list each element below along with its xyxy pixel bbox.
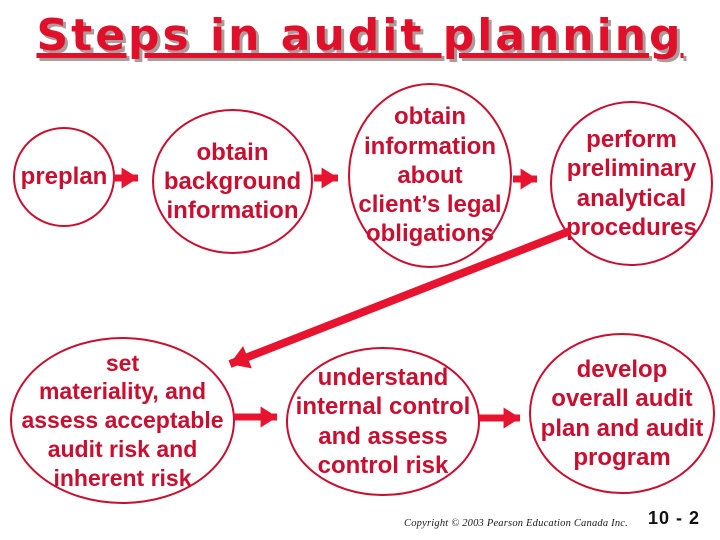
node-obtain-legal-obligations: obtain information about client’s legal … [348,83,512,268]
node-understand-control-label: understand internal control and assess c… [295,363,471,479]
node-perform-analytical-label: perform preliminary analytical procedure… [566,125,697,241]
node-obtain-background-label: obtain background information [163,138,302,225]
node-obtain-legal-label: obtain information about client’s legal … [358,103,502,248]
node-develop-program-label: develop overall audit plan and audit pro… [540,355,704,471]
node-obtain-background-information: obtain background information [152,109,313,254]
node-perform-analytical-procedures: perform preliminary analytical procedure… [550,101,713,266]
node-preplan-label: preplan [20,163,108,191]
node-set-materiality: set materiality, and assess acceptable a… [10,337,235,504]
node-develop-audit-program: develop overall audit plan and audit pro… [529,333,715,494]
slide-title: Steps in audit planning [36,10,684,61]
page-number: 10 - 2 [648,508,701,528]
node-understand-internal-control: understand internal control and assess c… [286,347,480,496]
node-set-materiality-label: set materiality, and assess acceptable a… [21,349,224,491]
node-preplan: preplan [13,127,115,227]
copyright-text: Copyright © 2003 Pearson Education Canad… [404,518,628,529]
